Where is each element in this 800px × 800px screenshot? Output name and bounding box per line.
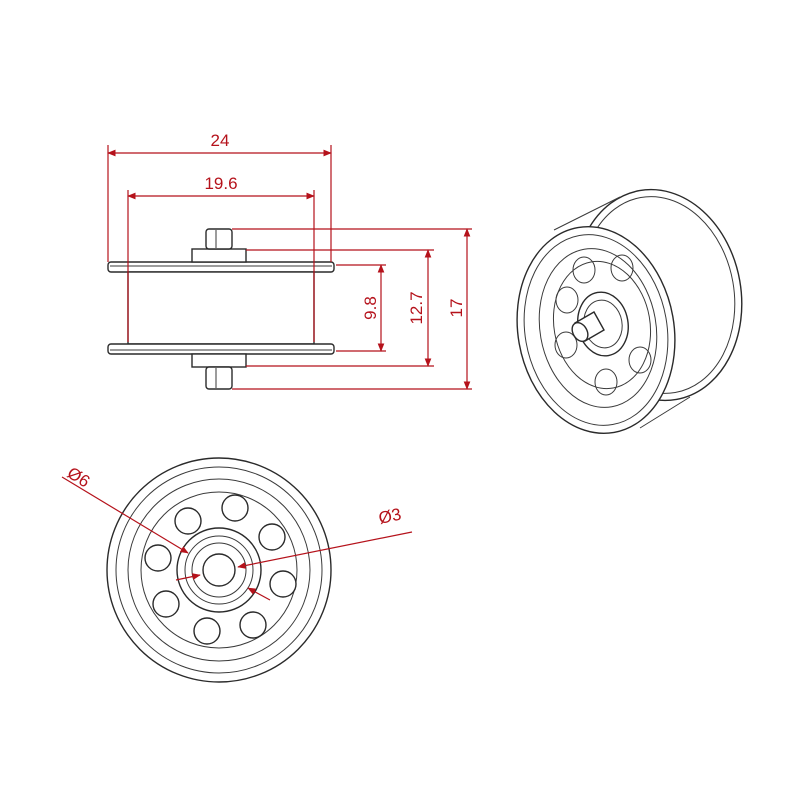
wheel-body: [127, 271, 315, 345]
top-flange: [107, 261, 335, 273]
wheel-width-label: 19.6: [204, 174, 237, 193]
overall-width-label: 24: [211, 131, 230, 150]
bore-height-label: 9.8: [361, 296, 380, 320]
bearing-ball: [174, 507, 202, 535]
side-view-dimensions: 24 19.6 9.8 12.7 17: [107, 131, 472, 390]
overall-height-label: 17: [447, 299, 466, 318]
outer-diameter-leader: [247, 587, 271, 601]
bearing-ball: [193, 617, 221, 645]
bottom-flange: [107, 343, 335, 355]
bearing-ball: [258, 523, 286, 551]
side-view: [107, 228, 335, 390]
inner-diameter-label: Ø3: [377, 505, 403, 528]
bottom-shaft: [205, 366, 233, 390]
front-view: [106, 457, 332, 683]
outer-diameter-label: Ø6: [64, 463, 93, 491]
bearing-ball: [269, 570, 297, 598]
bore: [202, 553, 236, 587]
bearing-ball: [221, 494, 249, 522]
isometric-view: [516, 188, 743, 435]
bearing-ball: [239, 611, 267, 639]
inner-diameter-leader: [237, 531, 413, 569]
iso-bearing-balls: [554, 254, 652, 396]
bottom-hub: [191, 353, 247, 368]
bearing-balls: [144, 494, 297, 645]
iso-shaft-end: [571, 321, 589, 343]
bearing-ball: [144, 544, 172, 572]
top-shaft: [205, 228, 233, 250]
top-hub: [191, 248, 247, 263]
bearing-ball: [152, 590, 180, 618]
inner-height-label: 12.7: [407, 291, 426, 324]
